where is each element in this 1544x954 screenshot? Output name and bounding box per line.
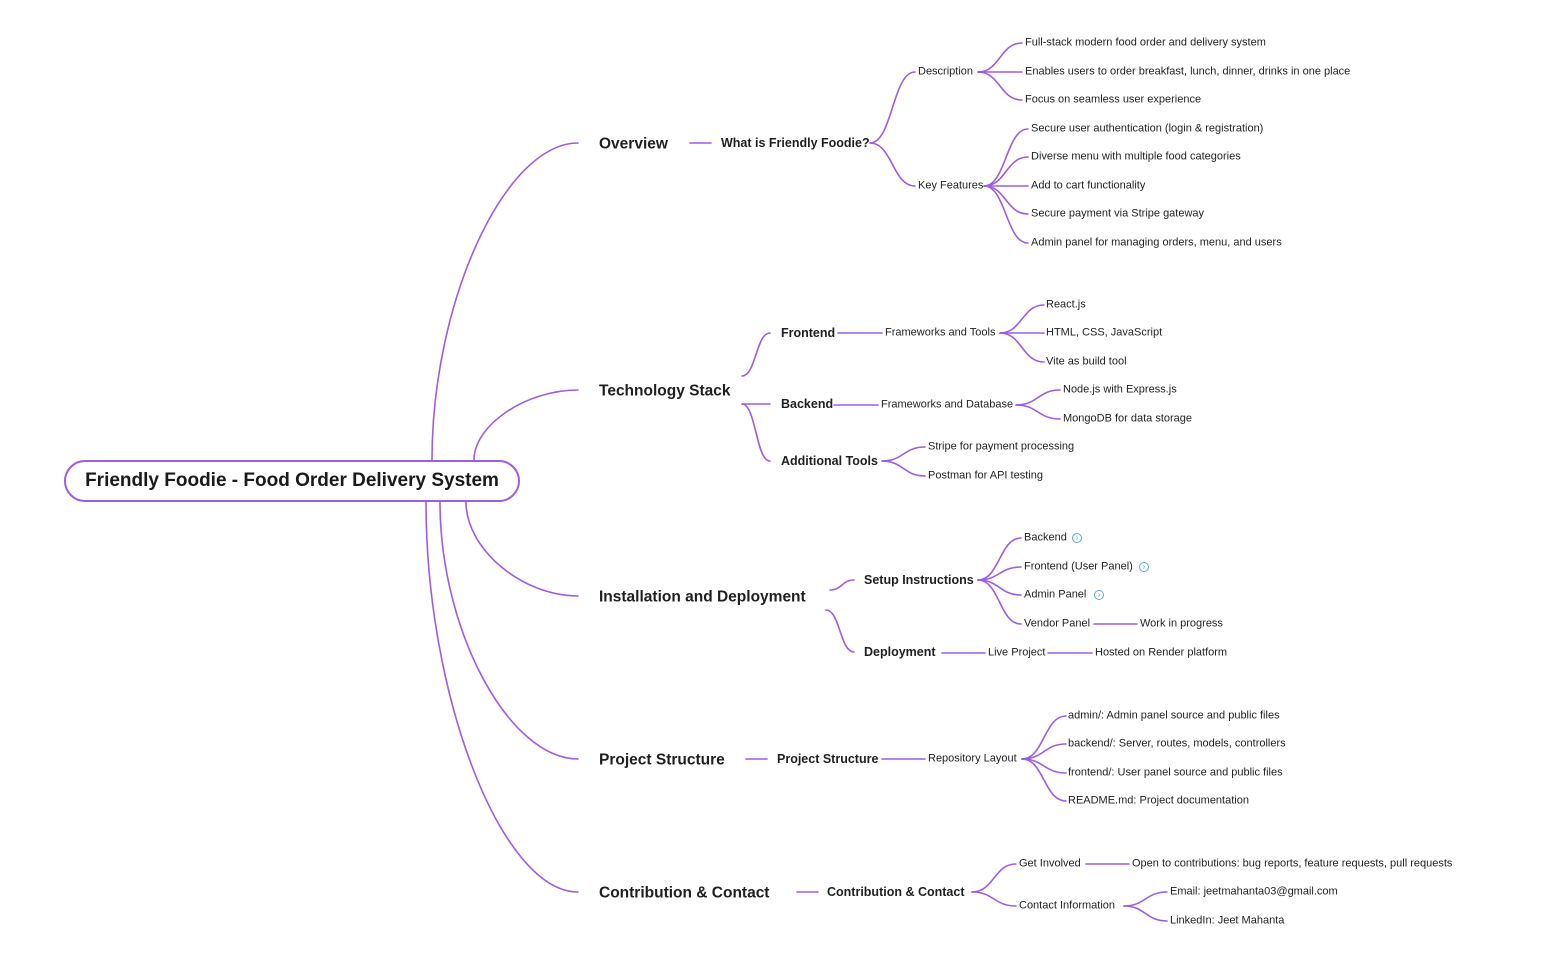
node-project-structure[interactable]: Project Structure xyxy=(777,751,879,766)
node-additional-tools[interactable]: Additional Tools xyxy=(781,453,878,468)
connector-line xyxy=(971,863,1017,893)
branch-technology-stack[interactable]: Technology Stack xyxy=(599,382,731,400)
leaf-feature-3[interactable]: Add to cart functionality xyxy=(1031,179,1146,192)
connector-root-install xyxy=(465,501,579,597)
connector-line xyxy=(1021,715,1067,760)
leaf-repo-1[interactable]: admin/: Admin panel source and public fi… xyxy=(1068,709,1280,722)
connector-root-tech xyxy=(473,389,579,461)
leaf-be-2[interactable]: MongoDB for data storage xyxy=(1063,412,1193,425)
leaf-desc-1[interactable]: Full-stack modern food order and deliver… xyxy=(1025,36,1266,49)
node-live-project[interactable]: Live Project xyxy=(988,646,1046,659)
chevron-right-icon[interactable]: › xyxy=(1139,562,1149,572)
branch-overview[interactable]: Overview xyxy=(599,135,668,153)
connector-line xyxy=(1021,758,1067,802)
connector-root-structure xyxy=(439,501,579,760)
connector-line xyxy=(881,460,926,477)
connector-line xyxy=(983,185,1029,244)
leaf-desc-2[interactable]: Enables users to order breakfast, lunch,… xyxy=(1025,65,1351,78)
connector-line xyxy=(829,579,855,591)
connector-line xyxy=(1015,389,1061,406)
connector-root-overview xyxy=(431,142,579,461)
node-deployment[interactable]: Deployment xyxy=(864,644,936,659)
root-node[interactable]: Friendly Foodie - Food Order Delivery Sy… xyxy=(64,460,520,502)
connector-line xyxy=(869,71,916,144)
chevron-right-icon[interactable]: › xyxy=(1094,590,1104,600)
leaf-fe-2[interactable]: HTML, CSS, JavaScript xyxy=(1046,326,1163,339)
leaf-repo-4[interactable]: README.md: Project documentation xyxy=(1068,794,1249,807)
leaf-fe-1[interactable]: React.js xyxy=(1046,298,1086,311)
node-contact-info[interactable]: Contact Information xyxy=(1019,899,1115,912)
leaf-add-2[interactable]: Postman for API testing xyxy=(928,469,1043,482)
node-frontend[interactable]: Frontend xyxy=(781,325,836,340)
leaf-feature-4[interactable]: Secure payment via Stripe gateway xyxy=(1031,207,1205,220)
node-what-is[interactable]: What is Friendly Foodie? xyxy=(721,135,870,150)
leaf-setup-backend[interactable]: Backend xyxy=(1024,531,1067,544)
branch-project-structure[interactable]: Project Structure xyxy=(599,751,725,769)
leaf-be-1[interactable]: Node.js with Express.js xyxy=(1063,383,1177,396)
node-fe-tools[interactable]: Frameworks and Tools xyxy=(885,326,996,339)
connector-line xyxy=(983,128,1029,187)
connector-line xyxy=(983,185,1029,215)
node-description[interactable]: Description xyxy=(918,65,974,78)
leaf-setup-vendor[interactable]: Vendor Panel xyxy=(1024,617,1091,630)
leaf-setup-admin[interactable]: Admin Panel xyxy=(1024,588,1087,601)
leaf-desc-3[interactable]: Focus on seamless user experience xyxy=(1025,93,1202,106)
chevron-right-icon[interactable]: › xyxy=(1072,533,1082,543)
leaf-repo-2[interactable]: backend/: Server, routes, models, contro… xyxy=(1068,737,1286,750)
node-backend[interactable]: Backend xyxy=(781,396,834,411)
node-repository-layout[interactable]: Repository Layout xyxy=(928,752,1017,765)
node-setup[interactable]: Setup Instructions xyxy=(864,572,974,587)
leaf-feature-2[interactable]: Diverse menu with multiple food categori… xyxy=(1031,150,1241,163)
connector-line xyxy=(741,332,771,377)
connector-line xyxy=(825,609,855,653)
node-contribution[interactable]: Contribution & Contact xyxy=(827,884,965,899)
node-key-features[interactable]: Key Features xyxy=(918,179,984,192)
connector-line xyxy=(1123,891,1168,907)
leaf-email[interactable]: Email: jeetmahanta03@gmail.com xyxy=(1170,885,1338,898)
leaf-repo-3[interactable]: frontend/: User panel source and public … xyxy=(1068,766,1283,779)
connector-line xyxy=(977,42,1023,73)
leaf-involved[interactable]: Open to contributions: bug reports, feat… xyxy=(1132,857,1453,870)
connector-line xyxy=(971,891,1017,907)
connector-line xyxy=(983,156,1029,187)
connector-line xyxy=(1123,905,1168,922)
connector-line xyxy=(881,446,926,462)
connector-line xyxy=(1015,404,1061,420)
connector-root-contact xyxy=(425,501,579,893)
connector-line xyxy=(977,71,1023,101)
connector-line xyxy=(999,304,1045,334)
leaf-setup-frontend[interactable]: Frontend (User Panel) xyxy=(1024,560,1133,573)
connector-line xyxy=(999,332,1045,363)
connector-line xyxy=(977,579,1022,625)
leaf-vendor-status[interactable]: Work in progress xyxy=(1140,617,1223,630)
leaf-feature-1[interactable]: Secure user authentication (login & regi… xyxy=(1031,122,1264,135)
branch-installation[interactable]: Installation and Deployment xyxy=(599,588,806,606)
leaf-feature-5[interactable]: Admin panel for managing orders, menu, a… xyxy=(1031,236,1282,249)
branch-contribution[interactable]: Contribution & Contact xyxy=(599,884,770,902)
connector-line xyxy=(741,403,771,462)
node-be-tools[interactable]: Frameworks and Database xyxy=(881,398,1014,411)
connector-line xyxy=(869,142,916,187)
leaf-linkedin[interactable]: LinkedIn: Jeet Mahanta xyxy=(1170,914,1285,927)
leaf-add-1[interactable]: Stripe for payment processing xyxy=(928,440,1075,453)
leaf-fe-3[interactable]: Vite as build tool xyxy=(1046,355,1127,368)
node-get-involved[interactable]: Get Involved xyxy=(1019,857,1081,870)
leaf-hosted[interactable]: Hosted on Render platform xyxy=(1095,646,1228,659)
